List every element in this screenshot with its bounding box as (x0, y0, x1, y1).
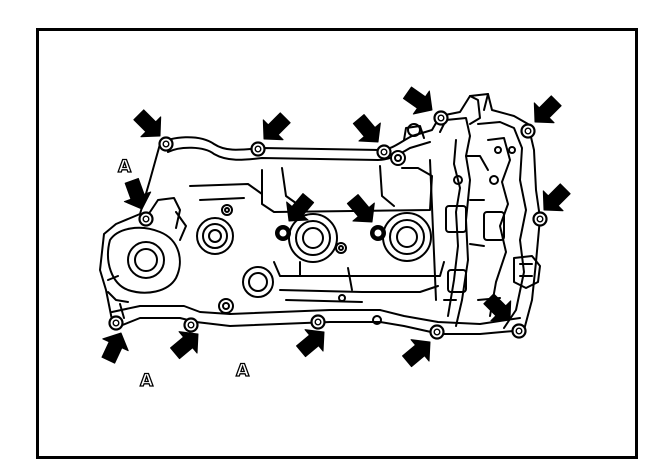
bolt-icon (429, 324, 445, 340)
bolt-icon (376, 144, 392, 160)
bolt-icon (183, 317, 199, 333)
figure-frame (36, 28, 638, 459)
bolt-icon (532, 211, 548, 227)
label-a-bottom-mid: A (236, 361, 250, 381)
cylinder-head-cover (99, 93, 541, 335)
label-a-top-left: A (118, 157, 132, 177)
bolt-pointer-arrow-icon (95, 326, 135, 367)
bolt-pointer-arrow-icon (291, 320, 334, 363)
spark-plug-bosses (196, 212, 432, 263)
bolt-icon (250, 141, 266, 157)
bolt-icon (511, 323, 527, 339)
bolt-icon (520, 123, 536, 139)
bolt-icon (138, 211, 154, 227)
bolt-icon (310, 314, 326, 330)
bolt-icon (158, 136, 174, 152)
bolt-icon (274, 224, 292, 242)
bolt-icon (369, 224, 387, 242)
bolt-icon (433, 110, 449, 126)
oil-filler-boss (242, 266, 274, 298)
label-a-bottom-left: A (140, 371, 154, 391)
bolt-icon (108, 315, 124, 331)
left-end-casting (107, 226, 181, 294)
